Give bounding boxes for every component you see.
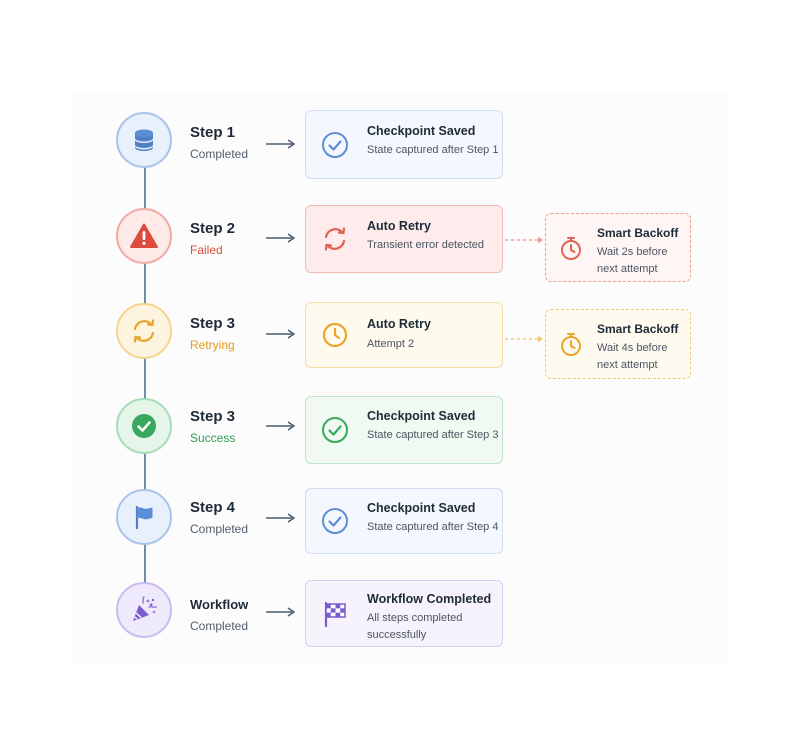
flag-icon [135,505,153,530]
arrow-icon [266,233,296,243]
arrow-icon [266,421,296,431]
card-title: Checkpoint Saved [367,409,476,423]
warning-icon [130,223,158,248]
step-3-success-node [116,398,172,454]
backoff-title: Smart Backoff [597,226,679,240]
card-title: Workflow Completed [367,592,492,606]
step-1-label: Step 1 Completed [190,124,270,162]
stopwatch-icon [561,333,581,356]
check-circle-icon [322,508,348,534]
checkpoint-card: Checkpoint Saved State captured after St… [305,396,503,464]
checkpoint-card: Checkpoint Saved State captured after St… [305,488,503,554]
step-status: Completed [190,147,249,161]
smart-backoff-card: Smart Backoff Wait 2s before next attemp… [545,213,691,282]
card-description: Attempt 2 [367,338,415,350]
card-title: Checkpoint Saved [367,124,476,138]
smart-backoff-card: Smart Backoff Wait 4s before next attemp… [545,309,691,379]
step-title: Step 2 [190,220,236,237]
step-title: Workflow [190,597,249,612]
party-popper-icon [133,596,157,621]
step-title: Step 3 [190,315,236,332]
timeline-connector [144,140,146,610]
step-2-node [116,208,172,264]
card-title: Auto Retry [367,219,431,233]
card-description: State captured after Step 3 [367,429,499,441]
checkpoint-card: Checkpoint Saved State captured after St… [305,110,503,179]
backoff-title: Smart Backoff [597,322,679,336]
card-title: Auto Retry [367,317,431,331]
auto-retry-card: Auto Retry Transient error detected [305,205,503,273]
arrow-icon [266,139,296,149]
card-description: State captured after Step 4 [367,521,499,533]
backoff-description: Wait 4s before next attempt [597,342,668,371]
step-2-label: Step 2 Failed [190,220,270,258]
step-3-retry-node [116,303,172,359]
card-description: All steps completed successfully [367,612,463,641]
backoff-description: Wait 2s before next attempt [597,246,668,275]
step-3-retry-label: Step 3 Retrying [190,315,270,353]
card-description: State captured after Step 1 [367,144,499,156]
step-title: Step 3 [190,408,236,425]
check-circle-icon [322,417,348,443]
auto-retry-card: Auto Retry Attempt 2 [305,302,503,368]
step-title: Step 4 [190,499,236,516]
step-status: Retrying [190,338,235,352]
card-title: Checkpoint Saved [367,501,476,515]
step-status: Completed [190,522,249,536]
retry-icon [133,319,155,343]
arrow-icon [266,607,296,617]
check-circle-icon [322,131,348,158]
step-4-label: Step 4 Completed [190,499,270,537]
workflow-completed-card: Workflow Completed All steps completed s… [305,580,503,647]
step-3-success-label: Step 3 Success [190,408,270,446]
step-status: Failed [190,243,223,257]
arrow-icon [266,329,296,339]
dashed-arrow-icon [505,335,543,343]
check-circle-icon [132,414,156,438]
dashed-arrow-icon [505,236,543,244]
step-4-node [116,489,172,545]
retry-icon [324,227,346,251]
clock-icon [322,322,348,348]
database-icon [135,129,153,151]
step-1-node [116,112,172,168]
arrow-icon [266,513,296,523]
workflow-label: Workflow Completed [190,596,270,634]
step-status: Completed [190,619,249,633]
step-status: Success [190,431,236,445]
workflow-node [116,582,172,638]
checkered-flag-icon [324,601,346,627]
stopwatch-icon [561,237,581,260]
step-title: Step 1 [190,124,236,141]
card-description: Transient error detected [367,239,484,251]
